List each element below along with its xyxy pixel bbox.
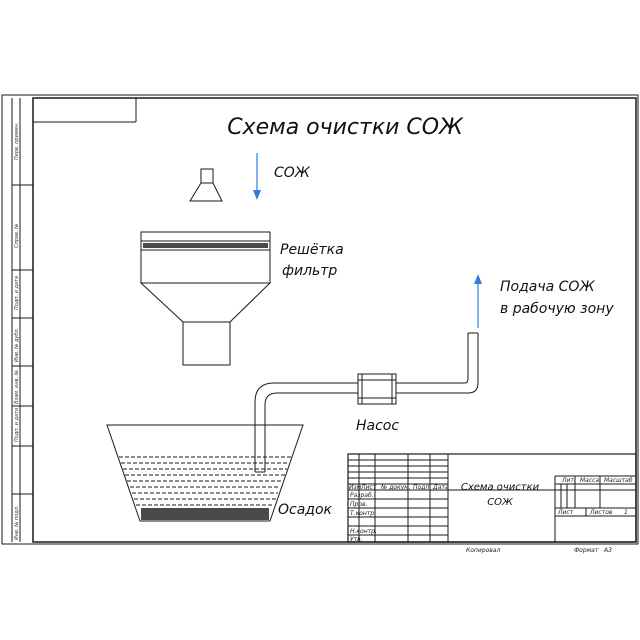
sheets-value: 1 (624, 509, 628, 516)
filter-label: фильтр (282, 263, 337, 279)
row-label: Утв. (350, 536, 363, 543)
pipeline (254, 332, 479, 473)
inner-frame (32, 97, 637, 543)
side-label: Подп. и дата (14, 276, 20, 310)
coolant-inlet-arrow (253, 153, 261, 200)
mass-header: Масса (580, 477, 599, 484)
grid-label: Решётка (280, 242, 344, 258)
supply-arrow (474, 274, 482, 328)
sheets-label: Листов (589, 509, 613, 516)
title-block-name-1: Схема очистки (461, 482, 540, 493)
row-label: Разраб. (350, 492, 374, 499)
lit-header: Лит. (561, 477, 576, 484)
copied-label: Копировал (466, 547, 500, 554)
col-header: № докум. (380, 484, 411, 491)
format-value: А3 (603, 547, 612, 554)
diagram-title: Схема очистки СОЖ (227, 115, 464, 140)
side-label: Подп. и дата (14, 408, 20, 442)
title-block-name-2: СОЖ (487, 497, 514, 508)
settling-tank (106, 424, 304, 522)
pump (357, 373, 397, 405)
sediment-label: Осадок (278, 502, 333, 518)
top-left-stamp (33, 98, 137, 123)
pump-label: Насос (356, 418, 399, 434)
col-header: Изм (349, 484, 362, 491)
col-header: Лист (360, 484, 377, 491)
col-header: Подп. (413, 484, 431, 491)
side-strip: Перв. примен. Справ. № Подп. и дата Инв.… (11, 98, 33, 542)
nozzle (189, 168, 223, 202)
format-label: Формат (574, 547, 599, 554)
filter-hopper (139, 231, 272, 366)
outer-frame (1, 94, 639, 545)
side-label: Перв. примен. (14, 122, 20, 160)
sheet-label: Лист (557, 509, 574, 516)
col-header: Дата (432, 484, 449, 491)
row-label: Т.контр. (350, 510, 376, 517)
side-label: Взам. инв. № (14, 370, 20, 404)
row-label: Пров. (350, 501, 368, 508)
coolant-label: СОЖ (274, 165, 311, 181)
scale-header: Масштаб (604, 477, 633, 484)
supply-label-1: Подача СОЖ (500, 279, 595, 295)
side-label: Инв. № дубл. (14, 328, 20, 362)
side-label: Справ. № (14, 224, 20, 248)
title-block (347, 453, 637, 543)
supply-label-2: в рабочую зону (500, 301, 614, 317)
side-label: Инв. № подл. (14, 506, 20, 541)
row-label: Н.контр. (350, 528, 377, 535)
